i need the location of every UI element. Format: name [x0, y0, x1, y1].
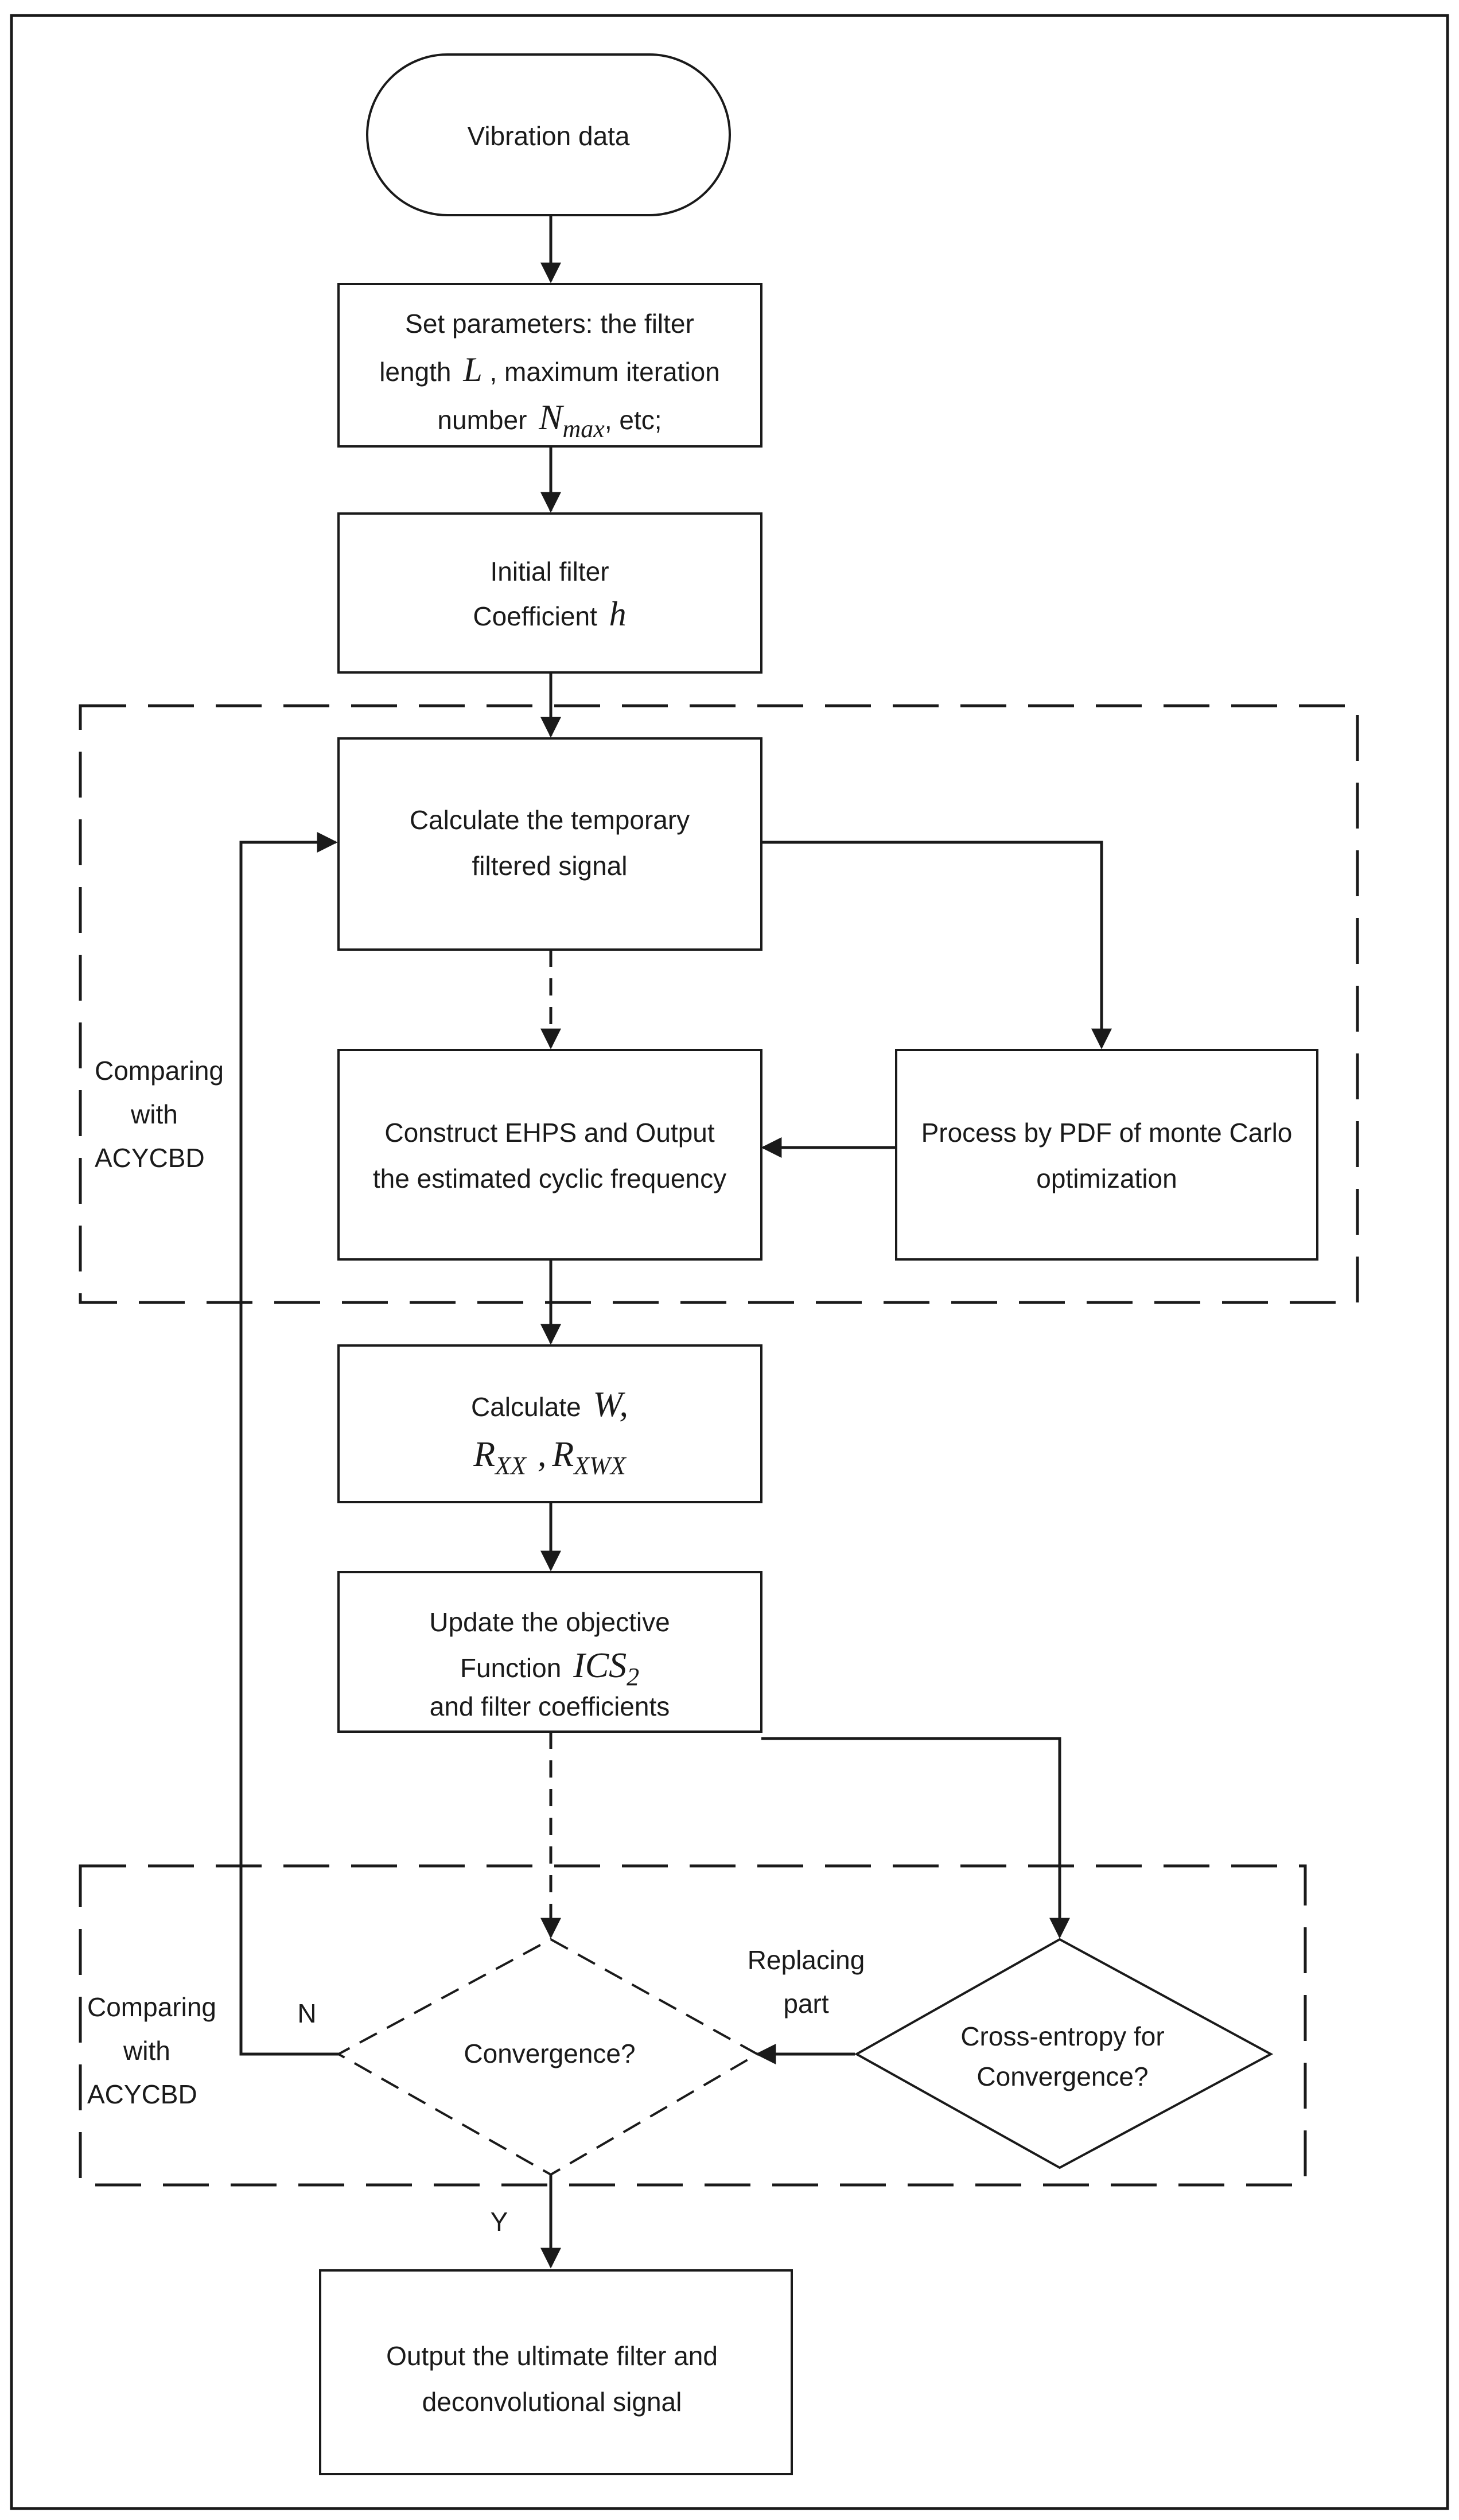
region-bottom	[79, 1864, 1307, 2187]
cross-entropy-decision	[854, 1938, 1274, 2169]
convergence-label: Convergence?	[464, 2039, 635, 2068]
update-box	[337, 1571, 762, 1733]
output-box	[319, 2269, 793, 2475]
init-box	[337, 512, 762, 674]
compare-top-line2: with	[130, 1099, 178, 1129]
init-line2: Coefficient h	[473, 595, 626, 633]
ehps-line2: the estimated cyclic frequency	[373, 1164, 726, 1193]
compare-bottom-line1: Comparing	[87, 1992, 216, 2022]
cross-entropy-line2: Convergence?	[976, 2062, 1148, 2091]
replacing-line2: part	[783, 1989, 828, 2019]
update-line3: and filter coefficients	[430, 1691, 670, 1721]
start-label: Vibration data	[467, 121, 629, 151]
outer-frame	[10, 14, 1449, 2510]
params-line1: Set parameters: the filter	[405, 309, 694, 339]
no-label: N	[297, 1998, 316, 2028]
calc-w-line2: RXX,RXWX	[473, 1435, 627, 1480]
output-line1: Output the ultimate filter and	[386, 2341, 718, 2371]
output-line2: deconvolutional signal	[422, 2387, 682, 2417]
params-line3: number Nmax, etc;	[437, 398, 662, 443]
compare-top-line1: Comparing	[95, 1056, 224, 1086]
update-line2: Function ICS2	[460, 1646, 639, 1691]
compare-bottom-line2: with	[123, 2036, 170, 2066]
update-line1: Update the objective	[429, 1607, 670, 1637]
calc-w-line1: Calculate W,	[471, 1385, 628, 1424]
calc-temp-line1: Calculate the temporary	[410, 805, 690, 835]
pdf-box	[895, 1049, 1318, 1261]
init-line1: Initial filter	[490, 557, 609, 586]
edge-calc-pdf	[761, 841, 1112, 1049]
compare-bottom-line3: ACYCBD	[87, 2079, 197, 2109]
calc-temp-box	[337, 737, 762, 951]
ehps-line1: Construct EHPS and Output	[384, 1118, 715, 1148]
edge-update-crossentropy	[761, 1737, 1070, 1939]
yes-label: Y	[491, 2207, 508, 2237]
convergence-decision	[336, 1938, 760, 2176]
calc-temp-line2: filtered signal	[472, 851, 627, 881]
pdf-line2: optimization	[1036, 1164, 1177, 1193]
start-terminal	[366, 53, 731, 216]
calc-w-box	[337, 1344, 762, 1503]
region-top	[79, 704, 1359, 1304]
replacing-line1: Replacing	[748, 1945, 865, 1975]
edge-loop-back	[239, 832, 339, 2056]
cross-entropy-line1: Cross-entropy for	[960, 2021, 1164, 2051]
params-box	[337, 283, 762, 448]
params-line2: length L , maximum iteration	[379, 351, 720, 388]
compare-top-line3: ACYCBD	[95, 1143, 205, 1173]
pdf-line1: Process by PDF of monte Carlo	[921, 1118, 1293, 1148]
ehps-box	[337, 1049, 762, 1261]
